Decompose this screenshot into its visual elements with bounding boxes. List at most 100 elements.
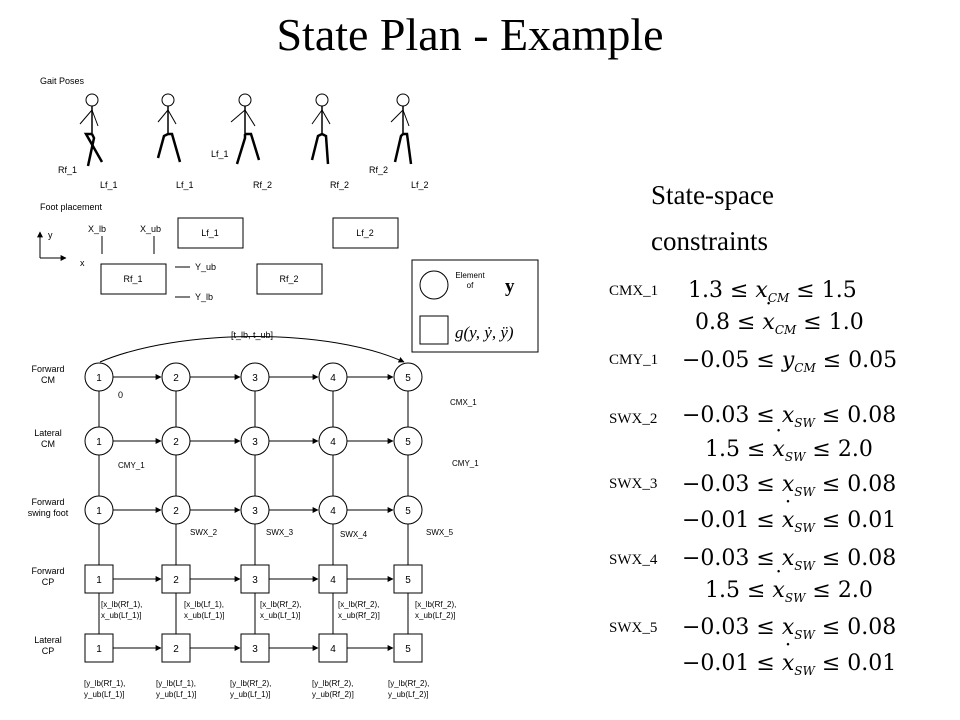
figure-arm	[311, 109, 323, 125]
x-ub-label: X_ub	[140, 224, 161, 234]
pose-label-right: Rf_2	[330, 180, 349, 190]
figure-leg	[321, 132, 330, 165]
node-number: 4	[330, 437, 336, 448]
row-label-line2: CM	[41, 375, 55, 385]
forward-cp-bound-line1: [x_lb(Rf_2),	[260, 600, 301, 609]
gait-poses-heading: Gait Poses	[40, 76, 85, 86]
constraint-label: SWX_4	[609, 552, 658, 568]
annotation-swx5: SWX_5	[426, 528, 454, 537]
figure-head	[161, 93, 175, 107]
lateral-cp-bound-line1: [y_lb(Rf_2),	[388, 679, 429, 688]
stick-figure: Rf_2Lf_2	[369, 93, 429, 190]
lateral-cp-bound-line2: y_ub(Lf_1)]	[84, 690, 124, 699]
node-number: 5	[405, 373, 411, 384]
constraint-annotations: CMX_1 CMY_1 CMY_1 SWX_2 SWX_3 SWX_4 SWX_…	[118, 398, 479, 539]
forward-cp-bound-line1: [x_lb(Rf_1),	[101, 600, 142, 609]
foot-box-rf2	[256, 263, 323, 295]
figure-head	[396, 93, 410, 107]
row-label-line1: Forward	[31, 566, 64, 576]
state-node-square	[161, 633, 191, 663]
x-lb-label: X_lb	[88, 224, 106, 234]
annotation-cmx1: CMX_1	[450, 398, 477, 407]
y-axis-label: y	[48, 230, 53, 240]
state-node-square	[240, 633, 270, 663]
node-number: 5	[405, 575, 411, 586]
lateral-cp-bound-line2: y_ub(Lf_1)]	[156, 690, 196, 699]
figure-leg	[168, 132, 182, 163]
forward-cp-bound-line2: x_ub(Lf_1)]	[184, 611, 224, 620]
constraint-inequality: −0.05 ≤ yCM ≤ 0.05	[682, 348, 898, 375]
row-label-line1: Forward	[31, 364, 64, 374]
foot-box-lf2	[332, 217, 399, 249]
figure-leg	[245, 132, 261, 161]
node-number: 2	[173, 506, 179, 517]
constraint-label: CMX_1	[609, 283, 659, 299]
lateral-cp-bound-line1: [y_lb(Rf_1),	[84, 679, 125, 688]
node-number: 5	[405, 506, 411, 517]
lateral-cp-bound-line1: [y_lb(Lf_1),	[156, 679, 196, 688]
bracket-arc	[99, 336, 405, 363]
figure-arm	[91, 109, 99, 127]
lateral-cp-bound-line1: [y_lb(Rf_2),	[230, 679, 271, 688]
foot-box-rf2-label: Rf_2	[279, 274, 298, 284]
figure-arm	[390, 109, 404, 123]
figure-arm	[244, 109, 256, 127]
pose-label-left: Rf_1	[58, 165, 77, 175]
constraints-heading-line1: State-space	[651, 180, 774, 210]
constraint-inequality: 1.5 ≤ xSW ≤ 2.0	[705, 578, 873, 605]
annotation-swx3: SWX_3	[266, 528, 294, 537]
figure-arm	[402, 109, 410, 127]
pose-label-left: Rf_2	[369, 165, 388, 175]
y-lb-label: Y_lb	[195, 292, 213, 302]
constraint-label: SWX_2	[609, 411, 658, 427]
x-axis-label: x	[80, 258, 85, 268]
foot-box-lf2-label: Lf_2	[356, 228, 374, 238]
stick-figure: Rf_2	[310, 93, 349, 190]
annotation-cmy1-right: CMY_1	[452, 459, 479, 468]
legend-y-symbol: y	[505, 276, 515, 297]
node-number: 3	[252, 437, 258, 448]
node-number: 3	[252, 644, 258, 655]
constraint-label: CMY_1	[609, 352, 659, 368]
figure-leg	[156, 132, 169, 159]
figure-arm	[79, 109, 93, 125]
stick-figure: Lf_1Rf_2	[211, 93, 272, 190]
y-ub-label: Y_ub	[195, 262, 216, 272]
constraint-inequality: −0.01 ≤ xSW ≤ 0.01	[682, 508, 896, 535]
legend-element-text: Element	[455, 271, 485, 280]
node-number: 4	[330, 373, 336, 384]
node-number: 1	[96, 644, 102, 655]
row-label-line1: Lateral	[34, 635, 62, 645]
node-number: 3	[252, 373, 258, 384]
constraint-label: SWX_3	[609, 476, 658, 492]
pose-label-right: Lf_2	[411, 180, 429, 190]
node-number: 4	[330, 644, 336, 655]
row-label-line2: CP	[42, 577, 55, 587]
zero-label: 0	[118, 390, 123, 400]
constraint-inequality: −0.03 ≤ xSW ≤ 0.08	[682, 403, 897, 430]
stick-figure: Lf_1	[156, 93, 194, 190]
node-number: 1	[96, 373, 102, 384]
constraint-inequality: 1.3 ≤ xCM ≤ 1.5	[688, 278, 857, 305]
lateral-cp-bound-line2: y_ub(Lf_1)]	[230, 690, 270, 699]
figure-leg	[83, 132, 104, 163]
figure-arm	[157, 109, 169, 123]
constraint-inequality: −0.01 ≤ xSW ≤ 0.01	[682, 651, 896, 678]
pose-label-right: Lf_1	[100, 180, 118, 190]
node-number: 4	[330, 506, 336, 517]
pose-label-right: Lf_1	[176, 180, 194, 190]
foot-placement-heading: Foot placement	[40, 202, 103, 212]
pose-label-left: Lf_1	[211, 149, 229, 159]
node-number: 5	[405, 644, 411, 655]
legend-circle	[419, 270, 449, 300]
figure-leg	[86, 133, 96, 167]
lateral-cp-bound-line2: y_ub(Rf_2)]	[312, 690, 354, 699]
foot-placement-section: Foot placement y x X_lb X_ub Lf_1 Lf_2 R…	[37, 202, 399, 302]
constraint-inequality: 0.8 ≤ xCM ≤ 1.0	[695, 310, 864, 337]
node-number: 1	[96, 506, 102, 517]
state-node-square	[393, 633, 423, 663]
